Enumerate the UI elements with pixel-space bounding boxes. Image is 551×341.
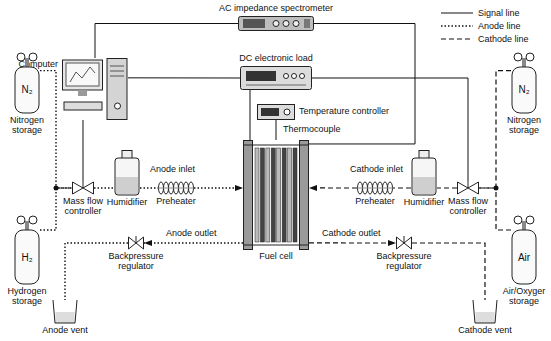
signal-line [249,90,250,140]
anode-line [144,242,243,243]
vent-beaker: Anode vent [52,300,78,324]
node-label: Preheater [156,197,196,207]
preheater-coil: Preheater [158,181,194,195]
node-label: Anode vent [42,326,88,336]
mass-flow-controller-outline [72,181,94,195]
humidifier-bottle-outline [114,150,140,196]
gas-cylinder-outline [14,215,40,285]
gas-formula: Air [518,253,530,264]
backpressure-regulator: Backpressure regulator [128,236,144,250]
legend-line-sample [440,35,474,43]
gas-cylinder: N₂Nitrogen storage [511,52,537,114]
node-label: Cathode vent [458,326,512,336]
gas-cylinder: AirAir/Oxyger storage [511,215,537,285]
flow-label: Thermocouple [283,125,341,135]
preheater-coil: Preheater [357,181,393,195]
fuel-cell-stack: Fuel cell [243,140,309,250]
spectrometer-device: AC impedance spectrometer [238,16,314,31]
legend-entry: Anode line [440,19,529,32]
spectrometer-device-outline [238,16,314,31]
legend-text: Cathode line [478,34,529,44]
electronic-load-outline [240,66,312,90]
node-label: Backpressure regulator [373,252,435,271]
preheater-coil-outline [357,181,393,195]
gas-cylinder-outline [511,215,537,285]
node-label: Temperature controller [299,107,389,117]
node-label: Hydrogen storage [4,287,50,306]
mass-flow-controller: Mass flow controller [457,181,479,195]
node-label: Backpressure regulator [105,252,167,271]
node-label: Humidifier [404,198,445,208]
junction-dot [54,186,59,191]
signal-line [128,77,240,78]
humidifier-bottle: Humidifier [114,150,140,196]
fuel-cell-stack-outline [243,140,309,250]
node-label: AC impedance spectrometer [219,4,333,14]
signal-line [95,24,238,59]
legend-entry: Cathode line [440,32,529,45]
node-label: Air/Oxyger storage [499,287,549,306]
node-label: Nitrogen storage [4,116,50,135]
anode-line [194,187,243,188]
flow-label: Cathode outlet [322,229,381,239]
signal-line [276,120,277,140]
preheater-coil-outline [158,181,194,195]
vent-beaker: Cathode vent [472,300,498,324]
temperature-controller: Temperature controller [257,104,295,120]
gas-cylinder-outline [511,52,537,114]
electronic-load: DC electronic load [240,66,312,90]
node-label: Preheater [355,197,395,207]
computer-icon: Computer [62,58,128,120]
gas-formula: N₂ [21,85,32,96]
node-label: Mass flow controller [59,197,107,216]
backpressure-regulator-outline [128,236,144,250]
backpressure-regulator: Backpressure regulator [396,236,412,250]
signal-line [82,120,83,181]
legend-text: Signal line [478,8,520,18]
legend-entry: Signal line [440,6,529,19]
backpressure-regulator-outline [396,236,412,250]
gas-formula: H₂ [21,253,32,264]
vent-beaker-outline [52,300,78,324]
legend: Signal lineAnode lineCathode line [440,6,529,45]
cathode-line [437,187,457,188]
cathode-line [309,187,357,188]
cathode-line [393,187,411,188]
legend-line-sample [440,22,474,30]
legend-text: Anode line [478,21,521,31]
cathode-line [309,242,396,243]
computer-icon-outline [62,58,128,120]
vent-beaker-outline [472,300,498,324]
humidifier-bottle-outline [411,150,437,196]
cathode-line [479,71,511,188]
humidifier-bottle: Humidifier [411,150,437,196]
junction-dot [494,186,499,191]
mass-flow-controller-outline [457,181,479,195]
node-label: Fuel cell [259,252,293,262]
node-label: DC electronic load [239,54,313,64]
anode-line [140,187,158,188]
gas-formula: N₂ [518,85,529,96]
flow-label: Cathode inlet [350,165,403,175]
node-label: Nitrogen storage [501,116,547,135]
gas-cylinder-outline [14,52,40,114]
legend-line-sample [440,9,474,17]
temperature-controller-outline [257,104,295,120]
gas-cylinder: N₂Nitrogen storage [14,52,40,114]
node-label: Mass flow controller [444,197,492,216]
mass-flow-controller: Mass flow controller [72,181,94,195]
node-label: Humidifier [107,198,148,208]
gas-cylinder: H₂Hydrogen storage [14,215,40,285]
flow-label: Anode inlet [150,165,195,175]
anode-line [94,187,114,188]
flow-label: Anode outlet [166,229,217,239]
